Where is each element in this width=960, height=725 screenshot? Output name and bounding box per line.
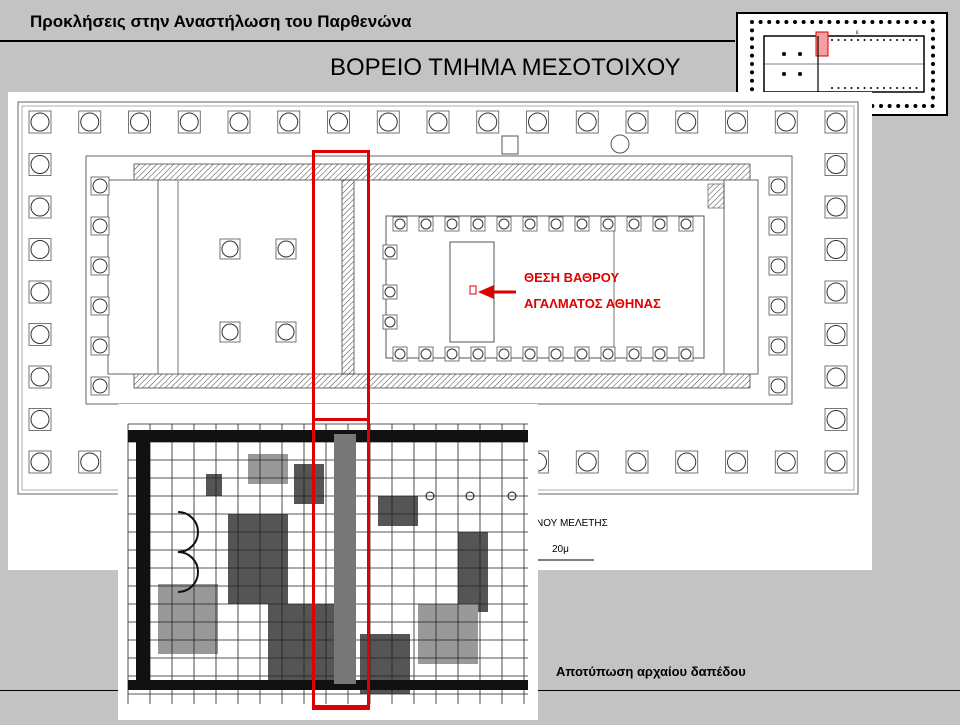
statue-base-label-line2: ΑΓΑΛΜΑΤΟΣ ΑΘΗΝΑΣ (524, 296, 661, 311)
statue-base-label-line1: ΘΕΣΗ ΒΑΘΡΟΥ (524, 270, 620, 285)
study-text: ΝΟΥ ΜΕΛΕΤΗΣ (536, 518, 608, 529)
slide-title: ΒΟΡΕΙΟ ΤΜΗΜΑ ΜΕΣΟΤΟΙΧΟΥ (330, 54, 681, 81)
floor-drawing (118, 404, 538, 720)
presentation-title: Προκλήσεις στην Αναστήλωση του Παρθενώνα (30, 12, 412, 31)
svg-text:ε: ε (856, 30, 859, 36)
bottom-rule-left (0, 690, 118, 691)
ancient-floor-survey (118, 404, 538, 720)
floor-survey-caption: Αποτύπωση αρχαίου δαπέδου (556, 664, 746, 679)
scale-text: 20μ (552, 544, 569, 555)
bottom-rule-right (538, 690, 960, 691)
floor-highlight (312, 418, 370, 708)
header-rule (0, 40, 735, 42)
